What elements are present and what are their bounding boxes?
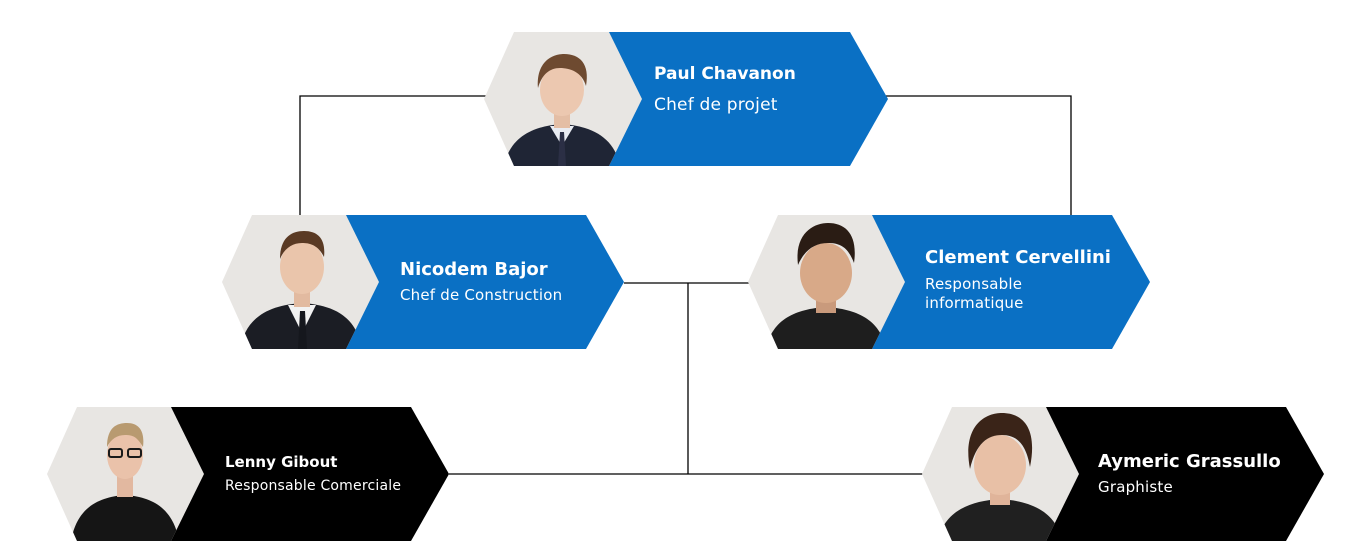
node-shape bbox=[1032, 407, 1324, 541]
node-shape bbox=[594, 32, 888, 166]
avatar bbox=[47, 407, 204, 541]
person-role: Responsable informatique bbox=[925, 274, 1024, 313]
node-banner bbox=[858, 215, 1150, 349]
person-role: Responsable Comerciale bbox=[225, 477, 402, 494]
node-text: Paul Chavanon Chef de projet bbox=[654, 64, 854, 117]
person-role: Graphiste bbox=[1098, 477, 1173, 496]
node-banner bbox=[594, 32, 888, 166]
avatar bbox=[748, 215, 905, 349]
person-name: Aymeric Grassullo bbox=[1098, 451, 1281, 472]
org-node-lenny-gibout: Lenny Gibout Responsable Comerciale bbox=[47, 407, 451, 541]
node-banner bbox=[1032, 407, 1324, 541]
person-role: Chef de Construction bbox=[400, 285, 563, 304]
node-banner bbox=[332, 215, 624, 349]
node-shape bbox=[858, 215, 1150, 349]
person-name: Paul Chavanon bbox=[654, 64, 796, 84]
person-name: Lenny Gibout bbox=[225, 453, 338, 471]
node-text: Clement Cervellini Responsable informati… bbox=[925, 247, 1125, 314]
node-shape bbox=[157, 407, 449, 541]
org-node-nicodem-bajor: Nicodem Bajor Chef de Construction bbox=[222, 215, 626, 349]
org-node-aymeric-grassullo: Aymeric Grassullo Graphiste bbox=[922, 407, 1326, 541]
node-text: Aymeric Grassullo Graphiste bbox=[1098, 451, 1298, 496]
node-banner bbox=[157, 407, 449, 541]
person-name: Nicodem Bajor bbox=[400, 259, 548, 280]
org-node-paul-chavanon: Paul Chavanon Chef de projet bbox=[484, 32, 888, 166]
avatar bbox=[484, 32, 642, 166]
person-name: Clement Cervellini bbox=[925, 247, 1111, 268]
person-role: Chef de projet bbox=[654, 95, 778, 116]
connector-paul-clement bbox=[886, 95, 1072, 218]
node-text: Lenny Gibout Responsable Comerciale bbox=[225, 453, 445, 495]
node-text: Nicodem Bajor Chef de Construction bbox=[400, 259, 600, 304]
connector-paul-nicodem bbox=[299, 95, 488, 218]
org-node-clement-cervellini: Clement Cervellini Responsable informati… bbox=[748, 215, 1152, 349]
node-shape bbox=[332, 215, 624, 349]
avatar bbox=[222, 215, 379, 349]
avatar bbox=[922, 407, 1079, 541]
